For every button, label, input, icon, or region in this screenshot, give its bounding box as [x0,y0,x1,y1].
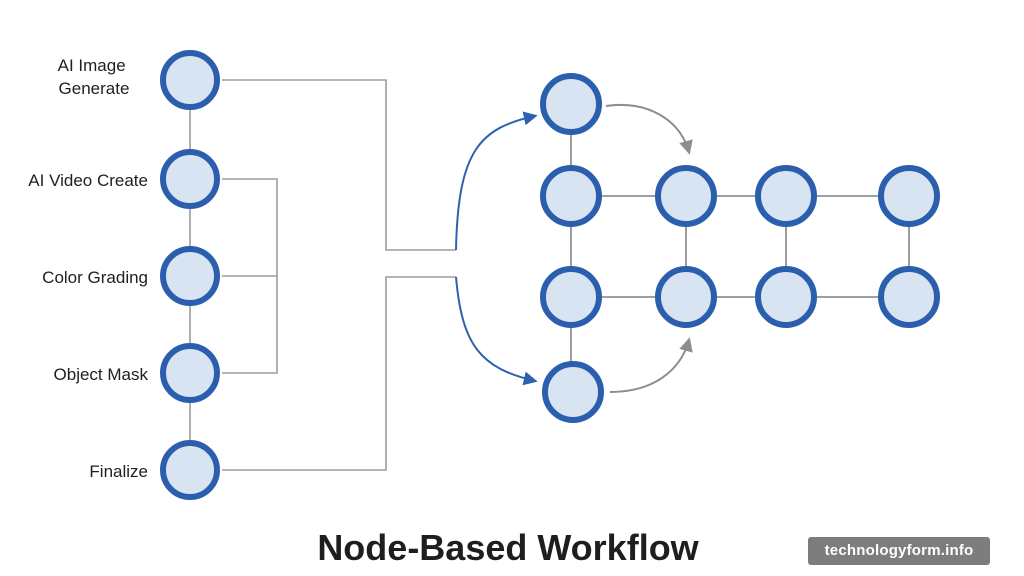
stage-label-ai-video-create: AI Video Create [28,171,148,190]
graph-node [755,266,817,328]
graph-node [655,266,717,328]
stage-label-object-mask: Object Mask [54,365,149,384]
stage-label-color-grading: Color Grading [42,268,148,287]
grey-arrow-bottom [609,337,693,393]
diagram-title: Node-Based Workflow [317,527,699,568]
graph-node [540,266,602,328]
graph-node [878,165,940,227]
arrow-to-top-node [455,111,538,251]
connector-finalize-to-branch [222,276,456,471]
connector-middle-stages-bracket [222,178,278,374]
stage-node-ai-video-create [160,149,220,209]
arrow-to-bottom-node [455,276,538,386]
graph-node [542,361,604,423]
grey-arrow-top [605,103,693,155]
graph-node [540,165,602,227]
graph-node [755,165,817,227]
connector-image-to-branch [222,79,456,251]
graph-node [540,73,602,135]
stage-node-finalize [160,440,220,500]
stage-label-line: AI Image [58,56,126,75]
stage-label-finalize: Finalize [89,462,148,481]
graph-node [878,266,940,328]
stage-node-color-grading [160,246,220,306]
stage-node-object-mask [160,343,220,403]
stage-label-line: Generate [59,79,130,98]
graph-node [655,165,717,227]
watermark-badge: technologyform.info [808,537,990,565]
stage-node-ai-image-generate [160,50,220,110]
stage-label-ai-image-generate: AI Image Generate [58,56,131,98]
